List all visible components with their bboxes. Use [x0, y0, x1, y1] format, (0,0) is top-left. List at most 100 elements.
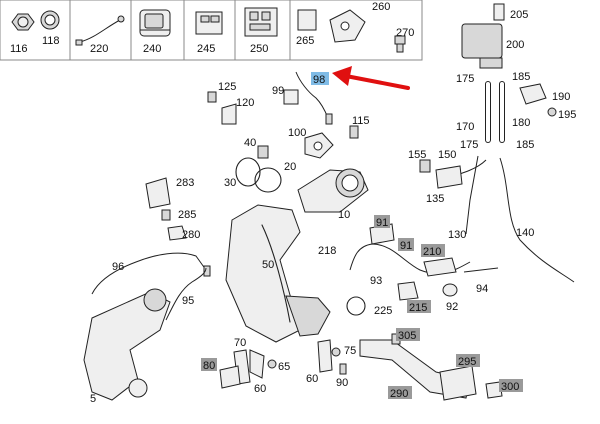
callout-200[interactable]: 200: [506, 39, 524, 51]
callout-190[interactable]: 190: [552, 91, 570, 103]
callout-280[interactable]: 280: [182, 229, 200, 241]
legend-label-260: 260: [372, 1, 390, 13]
callout-75[interactable]: 75: [344, 345, 356, 357]
legend-part-250[interactable]: [244, 7, 278, 37]
callout-175-a[interactable]: 175: [456, 73, 474, 85]
callout-96[interactable]: 96: [112, 261, 124, 273]
part-92-clamp[interactable]: [442, 283, 458, 297]
part-75-90-brackets[interactable]: [317, 339, 347, 375]
callout-210[interactable]: 210: [423, 246, 441, 258]
part-50-downpipe[interactable]: [225, 204, 331, 343]
part-200-pressure-sensor[interactable]: [461, 3, 505, 69]
callout-140[interactable]: 140: [516, 227, 534, 239]
selected-highlight: [311, 72, 329, 85]
callout-215[interactable]: 215: [409, 302, 427, 314]
callout-5[interactable]: 5: [90, 393, 96, 405]
callout-290[interactable]: 290: [390, 388, 408, 400]
callout-100[interactable]: 100: [288, 127, 306, 139]
legend-label-245: 245: [197, 43, 215, 55]
callout-180[interactable]: 180: [512, 117, 530, 129]
legend-label-220: 220: [90, 43, 108, 55]
callout-125[interactable]: 125: [218, 81, 236, 93]
part-280-283-285[interactable]: [145, 177, 187, 241]
callout-225[interactable]: 225: [374, 305, 392, 317]
callout-40[interactable]: 40: [244, 137, 256, 149]
part-20-gasket[interactable]: [254, 167, 282, 193]
part-215-clip[interactable]: [397, 281, 419, 301]
part-150-155-135[interactable]: [419, 159, 463, 189]
part-5-exhaust[interactable]: [83, 288, 171, 401]
red-arrow-indicator: [332, 66, 410, 90]
callout-135[interactable]: 135: [426, 193, 444, 205]
callout-300[interactable]: 300: [501, 381, 519, 393]
callout-99[interactable]: 99: [272, 85, 284, 97]
callout-91-a[interactable]: 91: [376, 217, 388, 229]
callout-150[interactable]: 150: [438, 149, 456, 161]
callout-20[interactable]: 20: [284, 161, 296, 173]
legend-part-240[interactable]: [139, 9, 171, 37]
callout-98[interactable]: 98: [313, 74, 325, 86]
callout-120[interactable]: 120: [236, 97, 254, 109]
selected-callout[interactable]: 98: [311, 72, 329, 86]
part-40-bolt[interactable]: [257, 145, 269, 159]
callout-94[interactable]: 94: [476, 283, 488, 295]
part-170-180-hoses[interactable]: [485, 81, 505, 143]
parts-artwork: [83, 3, 575, 401]
legend-label-270: 270: [396, 27, 414, 39]
callout-93[interactable]: 93: [370, 275, 382, 287]
callout-65[interactable]: 65: [278, 361, 290, 373]
part-190-195[interactable]: [519, 83, 557, 117]
callout-95[interactable]: 95: [182, 295, 194, 307]
callout-170[interactable]: 170: [456, 121, 474, 133]
callout-70[interactable]: 70: [234, 337, 246, 349]
legend-part-245[interactable]: [195, 11, 223, 35]
callout-185-b[interactable]: 185: [516, 139, 534, 151]
part-290-frame[interactable]: [359, 333, 503, 401]
part-120-125[interactable]: [207, 91, 237, 125]
legend-label-250: 250: [250, 43, 268, 55]
callout-195[interactable]: 195: [558, 109, 576, 121]
part-30-clamp[interactable]: [235, 157, 261, 187]
part-96-sensor[interactable]: [91, 252, 211, 295]
callout-285[interactable]: 285: [178, 209, 196, 221]
callout-185-a[interactable]: 185: [512, 71, 530, 83]
part-10-converter[interactable]: [297, 168, 369, 213]
callout-155[interactable]: 155: [408, 149, 426, 161]
legend-label-118: 118: [42, 35, 60, 47]
part-100-flange[interactable]: [304, 125, 359, 159]
legend-label-265: 265: [296, 35, 314, 47]
legend-label-116: 116: [10, 43, 28, 55]
callout-90[interactable]: 90: [336, 377, 348, 389]
callout-283[interactable]: 283: [176, 177, 194, 189]
callout-91-b[interactable]: 91: [400, 240, 412, 252]
callout-218[interactable]: 218: [318, 245, 336, 257]
legend-strip: 116 118 220 240 245 250 265 260 270: [0, 0, 423, 61]
callout-30[interactable]: 30: [224, 177, 236, 189]
legend-part-116-118[interactable]: [11, 10, 60, 31]
callout-80[interactable]: 80: [203, 360, 215, 372]
callout-60-a[interactable]: 60: [254, 383, 266, 395]
part-95-sensor[interactable]: [165, 267, 207, 321]
callout-labels: 5 10 20 30 40 50 60 60 65 70 75 90 92 93…: [90, 9, 576, 405]
part-60-70-brackets[interactable]: [219, 349, 277, 389]
boxed-labels: 91 91 210 215 80 305 295 300 290: [201, 215, 523, 400]
part-210-bracket[interactable]: [423, 257, 457, 277]
callout-50[interactable]: 50: [262, 259, 274, 271]
legend-part-220[interactable]: [75, 15, 125, 46]
callout-10[interactable]: 10: [338, 209, 350, 221]
part-225-clamp[interactable]: [346, 296, 366, 316]
callout-295[interactable]: 295: [458, 356, 476, 368]
part-99-clip[interactable]: [283, 89, 299, 105]
part-94-rod[interactable]: [463, 267, 499, 273]
legend-label-240: 240: [143, 43, 161, 55]
callout-130[interactable]: 130: [448, 229, 466, 241]
part-98-sensor[interactable]: [295, 71, 333, 125]
legend-part-265-260-270[interactable]: [297, 9, 406, 53]
callout-305[interactable]: 305: [398, 330, 416, 342]
callout-115[interactable]: 115: [352, 115, 370, 127]
callout-205[interactable]: 205: [510, 9, 528, 21]
callout-60-b[interactable]: 60: [306, 373, 318, 385]
callout-92[interactable]: 92: [446, 301, 458, 313]
callout-175-b[interactable]: 175: [460, 139, 478, 151]
